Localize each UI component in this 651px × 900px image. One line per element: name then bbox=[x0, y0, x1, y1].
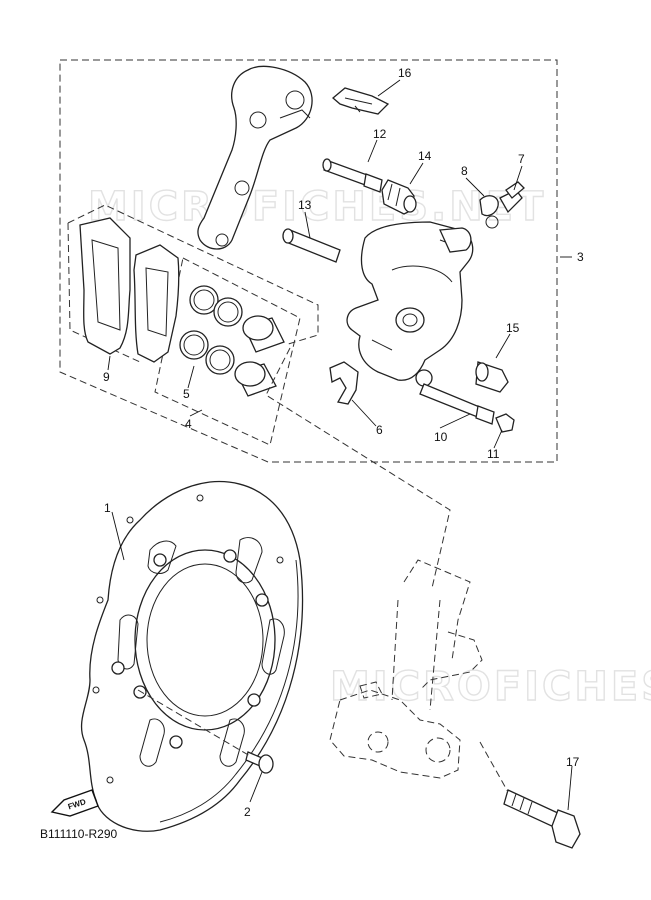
callout-1: 1 bbox=[104, 501, 111, 515]
callout-13: 13 bbox=[298, 198, 312, 212]
pad-set-boundary-left bbox=[67, 222, 141, 363]
callout-5: 5 bbox=[183, 387, 190, 401]
caliper-body bbox=[346, 221, 474, 387]
front-fork bbox=[329, 559, 483, 779]
brake-disc bbox=[80, 480, 304, 832]
callout-14: 14 bbox=[418, 149, 432, 163]
fwd-arrow-icon: FWD bbox=[50, 789, 99, 817]
caliper-pin-lower bbox=[282, 228, 341, 263]
callout-7: 7 bbox=[518, 152, 525, 166]
disc-bolt bbox=[245, 751, 274, 774]
leader-lines bbox=[107, 79, 573, 811]
brake-pad-outer bbox=[79, 217, 131, 355]
callout-17: 17 bbox=[566, 755, 580, 769]
bleed-screw bbox=[499, 181, 525, 214]
caliper-bracket bbox=[197, 65, 313, 250]
caliper-bolt bbox=[419, 383, 495, 425]
pistons bbox=[234, 315, 285, 397]
caliper-assembly-boundary bbox=[59, 59, 558, 463]
callout-11: 11 bbox=[487, 447, 500, 461]
pad-set-boundary bbox=[67, 204, 319, 346]
callout-12: 12 bbox=[373, 127, 387, 141]
bolt-nut bbox=[495, 413, 515, 433]
callout-9: 9 bbox=[103, 370, 110, 384]
callout-15: 15 bbox=[506, 321, 520, 335]
caliper-pin-upper bbox=[322, 158, 383, 193]
callout-4: 4 bbox=[185, 417, 192, 431]
bleed-cap bbox=[479, 195, 499, 229]
caliper-plug bbox=[475, 361, 509, 393]
dust-boot bbox=[381, 179, 417, 215]
callout-8: 8 bbox=[461, 164, 468, 178]
diagram-code: B111110-R290 bbox=[40, 827, 117, 841]
callout-3: 3 bbox=[577, 250, 584, 264]
watermark-top: MICROFICHES.NET bbox=[88, 184, 546, 230]
callout-6: 6 bbox=[376, 423, 383, 437]
callout-16: 16 bbox=[398, 66, 412, 80]
axle-assembly-line bbox=[479, 741, 509, 793]
piston-seals bbox=[179, 285, 243, 375]
callout-10: 10 bbox=[434, 430, 448, 444]
callout-2: 2 bbox=[244, 805, 251, 819]
axle-bolt bbox=[503, 789, 581, 849]
watermark-bottom: MICROFICHES.NET bbox=[330, 664, 651, 710]
pad-spring bbox=[331, 87, 390, 115]
assembly-line bbox=[265, 347, 451, 589]
pad-retainer bbox=[329, 361, 359, 405]
brake-pad-inner bbox=[133, 244, 180, 363]
